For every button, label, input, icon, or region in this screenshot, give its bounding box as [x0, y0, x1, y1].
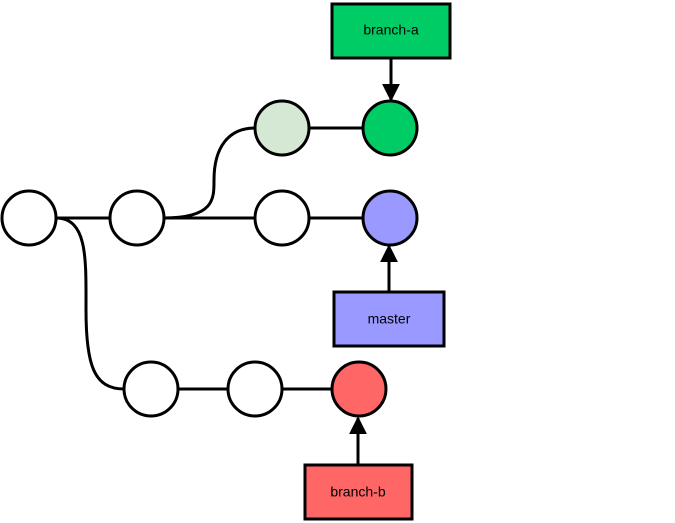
branch-label-branch-b: branch-b: [303, 463, 414, 521]
commit-node-b1: [122, 360, 180, 418]
branch-pointers: [349, 58, 400, 465]
branch-b-box: [303, 463, 414, 521]
commit-node-a2: [361, 99, 419, 157]
commit-node-c0: [0, 189, 58, 247]
branch-label-master: master: [332, 290, 446, 348]
commit-node-m1: [253, 189, 311, 247]
master-label: master: [368, 311, 411, 327]
commit-edges: [55, 126, 363, 391]
commit-nodes: [0, 99, 419, 418]
edge-c0-b1: [55, 216, 125, 391]
branch-a-label: branch-a: [363, 22, 418, 38]
branch-b-label: branch-b: [330, 484, 385, 500]
commit-node-m2: [361, 189, 419, 247]
branch-label-branch-a: branch-a: [330, 2, 452, 60]
commit-node-a1: [253, 99, 311, 157]
branch-labels: branch-a master branch-b: [303, 2, 452, 521]
edge-c1-a1: [163, 126, 256, 220]
commit-node-b3: [330, 360, 388, 418]
master-box: [332, 290, 446, 348]
commit-node-b2: [226, 360, 284, 418]
commit-node-c1: [108, 189, 166, 247]
branch-a-box: [330, 2, 452, 60]
